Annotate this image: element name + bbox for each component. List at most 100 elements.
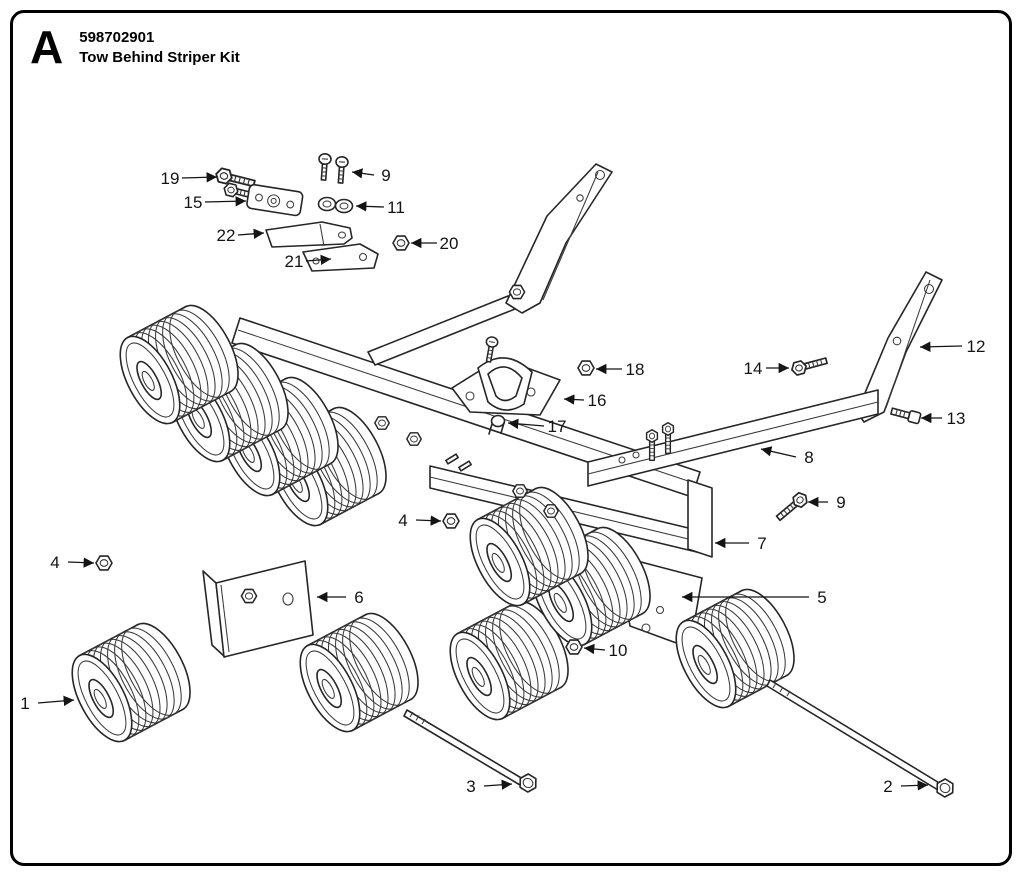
callout-1-leader (37, 695, 75, 707)
callout-21-leader (305, 254, 332, 266)
axle-bolt-part-3 (403, 709, 541, 796)
callout-12-leader (919, 341, 963, 352)
callout-18: 18 (596, 360, 644, 379)
clevis-pin-part-17 (488, 414, 506, 435)
callout-9a: 9 (351, 166, 391, 185)
u-bracket-part-6 (202, 560, 314, 658)
callout-4b-leader (67, 557, 95, 568)
part-number: 598702901 (79, 29, 155, 46)
bracket-base-nut (508, 284, 526, 300)
nut-part-4 (442, 513, 460, 529)
nut-part-20 (392, 235, 410, 251)
callout-19: 19 (161, 169, 218, 188)
mount-hardware-cluster (213, 152, 410, 272)
callout-13-label: 13 (947, 409, 966, 428)
bracket-nut (240, 588, 258, 604)
cross-channel-part-8 (587, 389, 879, 487)
end-post (687, 479, 713, 558)
callout-2-leader (900, 780, 929, 791)
callout-22-leader (237, 228, 265, 239)
callout-4a-label: 4 (398, 511, 407, 530)
beam-nut (512, 484, 528, 498)
callout-21: 21 (285, 252, 332, 271)
screw-part-13 (889, 404, 922, 425)
callout-15-leader (204, 196, 247, 207)
callout-13: 13 (921, 409, 965, 428)
beam-nut (543, 504, 559, 518)
nut-part-4 (95, 555, 113, 571)
callout-14: 14 (744, 359, 789, 378)
callout-18-label: 18 (626, 360, 645, 379)
callout-10: 10 (583, 641, 628, 660)
callout-9a-label: 9 (381, 166, 390, 185)
axle-hex-head (515, 770, 541, 796)
callout-10-leader (583, 643, 606, 655)
callout-20-label: 20 (440, 234, 459, 253)
callout-11: 11 (355, 198, 405, 217)
callout-4b: 4 (50, 553, 95, 572)
callout-7: 7 (715, 534, 767, 553)
loose-fasteners (95, 284, 922, 655)
shackle-assembly-part-16 (451, 335, 561, 435)
callout-2: 2 (883, 777, 929, 796)
washer-part-11 (334, 198, 354, 214)
callout-14-label: 14 (744, 359, 763, 378)
header: A 598702901 Tow Behind Striper Kit (30, 24, 240, 70)
callout-1: 1 (20, 694, 75, 713)
callout-3: 3 (466, 777, 513, 796)
roller-part-1 (59, 613, 204, 752)
callout-15-label: 15 (184, 193, 203, 212)
bolt-part-9 (773, 489, 811, 524)
callout-22: 22 (217, 226, 265, 245)
callout-4a-leader (415, 515, 442, 526)
callout-6-label: 6 (354, 588, 363, 607)
hitch-bracket-left (505, 163, 613, 314)
callouts: 19 15 9 11 22 20 (20, 166, 985, 796)
callout-17-leader (507, 418, 545, 430)
callout-4b-label: 4 (50, 553, 59, 572)
callout-7-label: 7 (757, 534, 766, 553)
callout-21-label: 21 (285, 252, 304, 271)
beam-stud (458, 460, 472, 472)
header-text: 598702901 Tow Behind Striper Kit (79, 26, 240, 70)
callout-17: 17 (507, 417, 567, 436)
callout-3-leader (483, 779, 513, 790)
callout-20: 20 (411, 234, 458, 253)
callout-11-leader (355, 201, 385, 212)
callout-16: 16 (563, 391, 607, 410)
callout-8-label: 8 (804, 448, 813, 467)
beam-nut (374, 416, 390, 430)
callout-8-leader (760, 446, 797, 458)
callout-12: 12 (919, 337, 986, 356)
kit-title: Tow Behind Striper Kit (79, 49, 240, 66)
nut-part-18 (577, 360, 595, 376)
callout-1-label: 1 (20, 694, 29, 713)
callout-16-leader (563, 394, 585, 405)
beam-nut (406, 432, 422, 446)
callout-17-label: 17 (548, 417, 567, 436)
screw-part-9 (333, 155, 350, 185)
callout-12-label: 12 (967, 337, 986, 356)
axle-hex-head (932, 775, 958, 801)
callout-2-label: 2 (883, 777, 892, 796)
washer-part-11 (317, 196, 337, 212)
callout-15: 15 (184, 193, 247, 212)
axle-bolt-part-2 (766, 679, 958, 801)
bracket-part-21 (302, 243, 379, 272)
callout-19-leader (181, 172, 218, 183)
callout-11-label: 11 (387, 198, 405, 217)
callout-6: 6 (317, 588, 364, 607)
callout-19-label: 19 (161, 169, 180, 188)
callout-4a: 4 (398, 511, 442, 530)
callout-9b-label: 9 (836, 493, 845, 512)
callout-5: 5 (682, 588, 827, 607)
callout-9b: 9 (808, 493, 846, 512)
hitch-bracket-right-part-12 (856, 271, 943, 423)
nut-part-10 (565, 639, 583, 655)
screw-part-9 (316, 152, 333, 182)
callout-10-label: 10 (609, 641, 628, 660)
callout-3-label: 3 (466, 777, 475, 796)
bolt-part-14 (789, 353, 829, 377)
callout-16-label: 16 (588, 391, 607, 410)
